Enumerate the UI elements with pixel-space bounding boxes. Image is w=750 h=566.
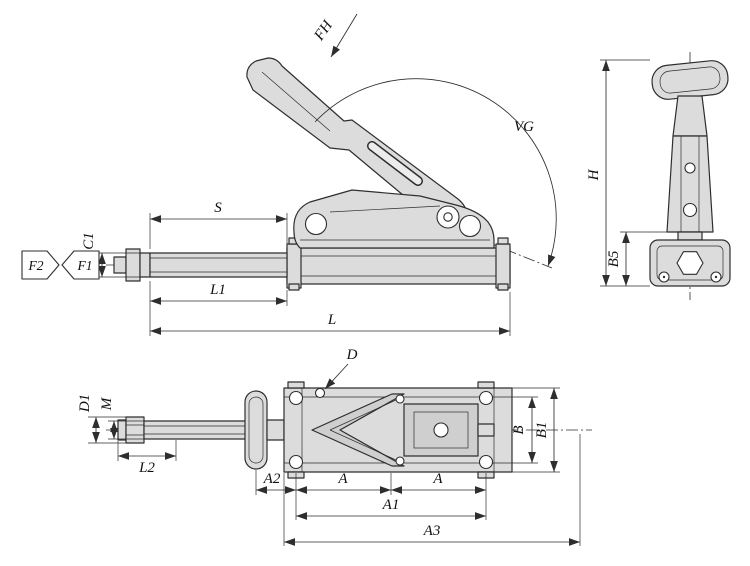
front-grip [651, 60, 729, 100]
dim-label-l2: L2 [138, 460, 155, 476]
plan-grip [244, 390, 285, 470]
dim-label-a-right: A [432, 471, 443, 487]
plan-view: D D1 M L2 A2 [77, 347, 592, 546]
dim-label-b: B [511, 425, 527, 434]
linkage-plate [293, 189, 495, 249]
dim-a-row: A2 A A [255, 470, 487, 520]
force-label-fh: FH [311, 17, 337, 44]
dim-m: M [99, 396, 144, 440]
hole-d [314, 387, 326, 399]
plunger-rod [113, 248, 288, 282]
dim-label-b1: B1 [534, 422, 550, 439]
dim-a3: A3 [283, 434, 581, 546]
force-label-f1: F1 [77, 258, 93, 273]
dim-d1: D1 [77, 394, 126, 444]
dim-d: D [324, 347, 358, 390]
dim-b: B [511, 396, 538, 464]
dim-b5: B5 [606, 231, 667, 286]
front-base [649, 239, 731, 287]
dim-s: S [149, 200, 288, 249]
force-tags: F2 F1 [21, 250, 100, 280]
dim-h: H [586, 59, 650, 287]
vg-angle-arc [314, 78, 557, 267]
force-label-f2: F2 [28, 258, 44, 273]
plan-rod [117, 416, 249, 444]
front-view: H B5 [586, 52, 731, 300]
dim-l2: L2 [117, 440, 177, 476]
dim-l1: L1 [149, 281, 288, 336]
front-neck [672, 95, 708, 137]
side-view: VG FH S C1 L1 L [21, 13, 557, 336]
dim-c1: C1 [81, 232, 148, 278]
f2-tag [21, 250, 60, 280]
f1-tag [61, 250, 100, 280]
handle-slot [368, 142, 422, 185]
dim-label-a1: A1 [382, 497, 400, 513]
dim-label-c1: C1 [81, 232, 97, 250]
dim-label-m: M [99, 396, 115, 411]
dim-label-a2: A2 [263, 471, 281, 487]
plan-body [283, 381, 513, 479]
dim-label-d1: D1 [77, 394, 93, 413]
dim-label-b5: B5 [606, 250, 622, 267]
angle-label-vg: VG [514, 119, 534, 135]
fh-force-arrow [330, 13, 358, 58]
hex-spindle [676, 251, 704, 275]
dim-label-h: H [586, 168, 602, 181]
dim-a1: A1 [296, 497, 486, 520]
dim-label-a3: A3 [423, 523, 441, 539]
dim-b1: B1 [512, 387, 560, 473]
dim-label-l1: L1 [209, 282, 226, 298]
dim-label-l: L [327, 312, 336, 328]
front-body [666, 135, 714, 241]
dim-label-s: S [214, 200, 222, 216]
dim-label-a-left: A [337, 471, 348, 487]
dim-l: L [150, 292, 511, 336]
dim-label-d: D [346, 347, 358, 363]
